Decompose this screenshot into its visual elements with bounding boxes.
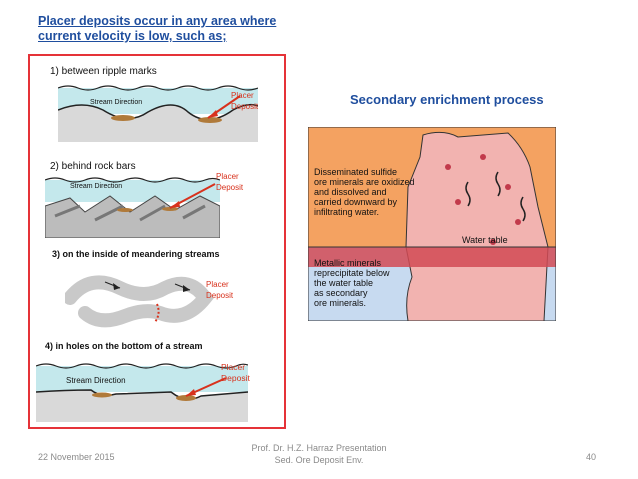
- item-3-label: 3) on the inside of meandering streams: [52, 249, 220, 259]
- footer-date: 22 November 2015: [38, 452, 115, 462]
- item-2-stream-direction: Stream Direction: [70, 183, 123, 190]
- item-4-placer-label: Placer Deposit: [221, 362, 250, 383]
- rock-bars-diagram: [45, 177, 220, 238]
- item-4-label: 4) in holes on the bottom of a stream: [45, 341, 203, 351]
- upper-text-4: carried downward by: [314, 197, 398, 207]
- upper-text-5: infiltrating water.: [314, 207, 380, 217]
- item-4-stream-direction: Stream Direction: [66, 376, 126, 385]
- secondary-enrichment-diagram: [308, 127, 556, 321]
- lower-text-4: as secondary: [314, 288, 368, 298]
- secondary-enrichment-title: Secondary enrichment process: [350, 92, 544, 107]
- meandering-stream-diagram: [65, 275, 214, 328]
- item-2-placer-label: Placer Deposit: [216, 172, 244, 192]
- footer-author-line2: Sed. Ore Deposit Env.: [274, 455, 364, 465]
- lower-text-5: ore minerals.: [314, 298, 367, 308]
- item-2-label: 2) behind rock bars: [50, 161, 136, 172]
- water-table-label: Water table: [462, 235, 508, 245]
- item-3-placer-label: Placer Deposit: [206, 280, 234, 300]
- placer-examples-frame: [28, 54, 286, 429]
- lower-text-2: reprecipitate below: [314, 268, 390, 278]
- item-1-label: 1) between ripple marks: [50, 66, 157, 77]
- footer-author-line1: Prof. Dr. H.Z. Harraz Presentation: [251, 443, 387, 453]
- slide-title: Placer deposits occur in any area where …: [38, 14, 277, 43]
- item-1-placer-label: Placer Deposit: [231, 91, 259, 111]
- lower-text-1: Metallic minerals: [314, 258, 382, 268]
- footer-page-number: 40: [586, 452, 597, 462]
- upper-text-1: Disseminated sulfide: [314, 167, 398, 177]
- holes-bottom-diagram: [36, 363, 248, 422]
- upper-text-3: and dissolved and: [314, 187, 387, 197]
- lower-text-3: the water table: [314, 278, 374, 288]
- upper-text-2: ore minerals are oxidized: [314, 177, 415, 187]
- ripple-marks-diagram: [58, 85, 258, 142]
- item-1-stream-direction: Stream Direction: [90, 99, 143, 106]
